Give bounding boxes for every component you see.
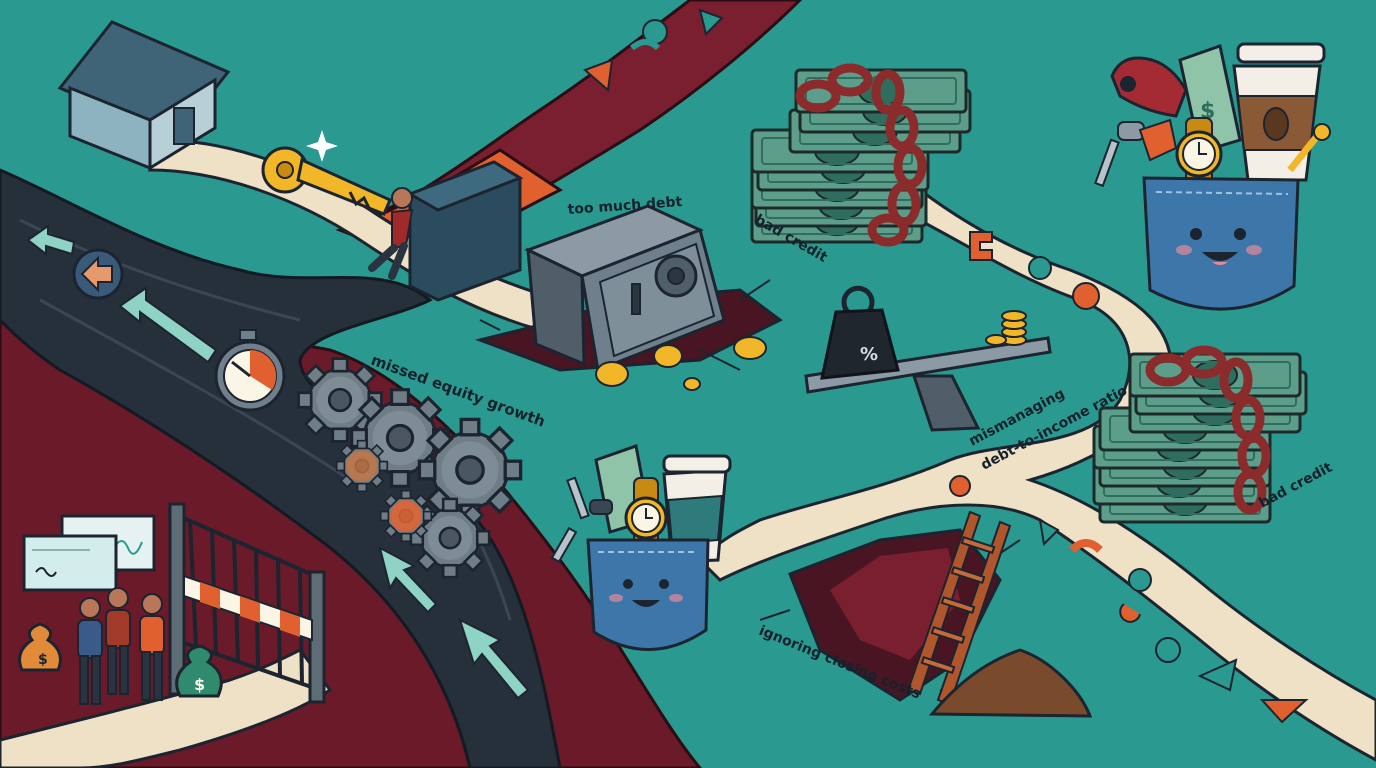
dirt-pile <box>928 648 1093 718</box>
coffee-cup-icon <box>1232 42 1326 182</box>
stopwatch-icon <box>214 329 286 412</box>
block-obstacle <box>406 160 524 302</box>
safe-icon <box>474 204 783 373</box>
gate-icon <box>167 502 326 704</box>
keys-icon <box>1094 118 1331 188</box>
money-bag-dollar-right: $ <box>194 675 205 694</box>
weight-mark: % <box>860 344 878 365</box>
path-shapes <box>949 231 1309 724</box>
money-bag-icon: $ <box>18 622 62 672</box>
key-icon <box>261 130 392 216</box>
chain-icon <box>795 63 927 247</box>
pocket-icon <box>586 538 710 651</box>
gold-coins <box>595 336 767 391</box>
keys-icon <box>550 476 613 564</box>
arrow-icon <box>26 224 530 700</box>
coin-stack <box>985 310 1027 346</box>
check-icon <box>22 514 156 592</box>
person-pushing <box>368 187 414 280</box>
money-bag-icon: $ <box>175 644 223 698</box>
car-icon <box>1110 56 1188 118</box>
ladder-icon <box>906 510 1012 706</box>
house-icon <box>57 20 231 171</box>
pocket-icon <box>1142 176 1300 311</box>
money-bag-dollar-left: $ <box>38 652 48 668</box>
seesaw-icon <box>804 336 1052 432</box>
cream-path-lower <box>0 648 333 768</box>
chain-right-icon <box>1145 345 1271 515</box>
weight-icon: % <box>820 285 900 380</box>
watch-icon <box>624 477 668 551</box>
direction-sign <box>72 248 124 300</box>
watch-icon <box>1175 117 1223 189</box>
